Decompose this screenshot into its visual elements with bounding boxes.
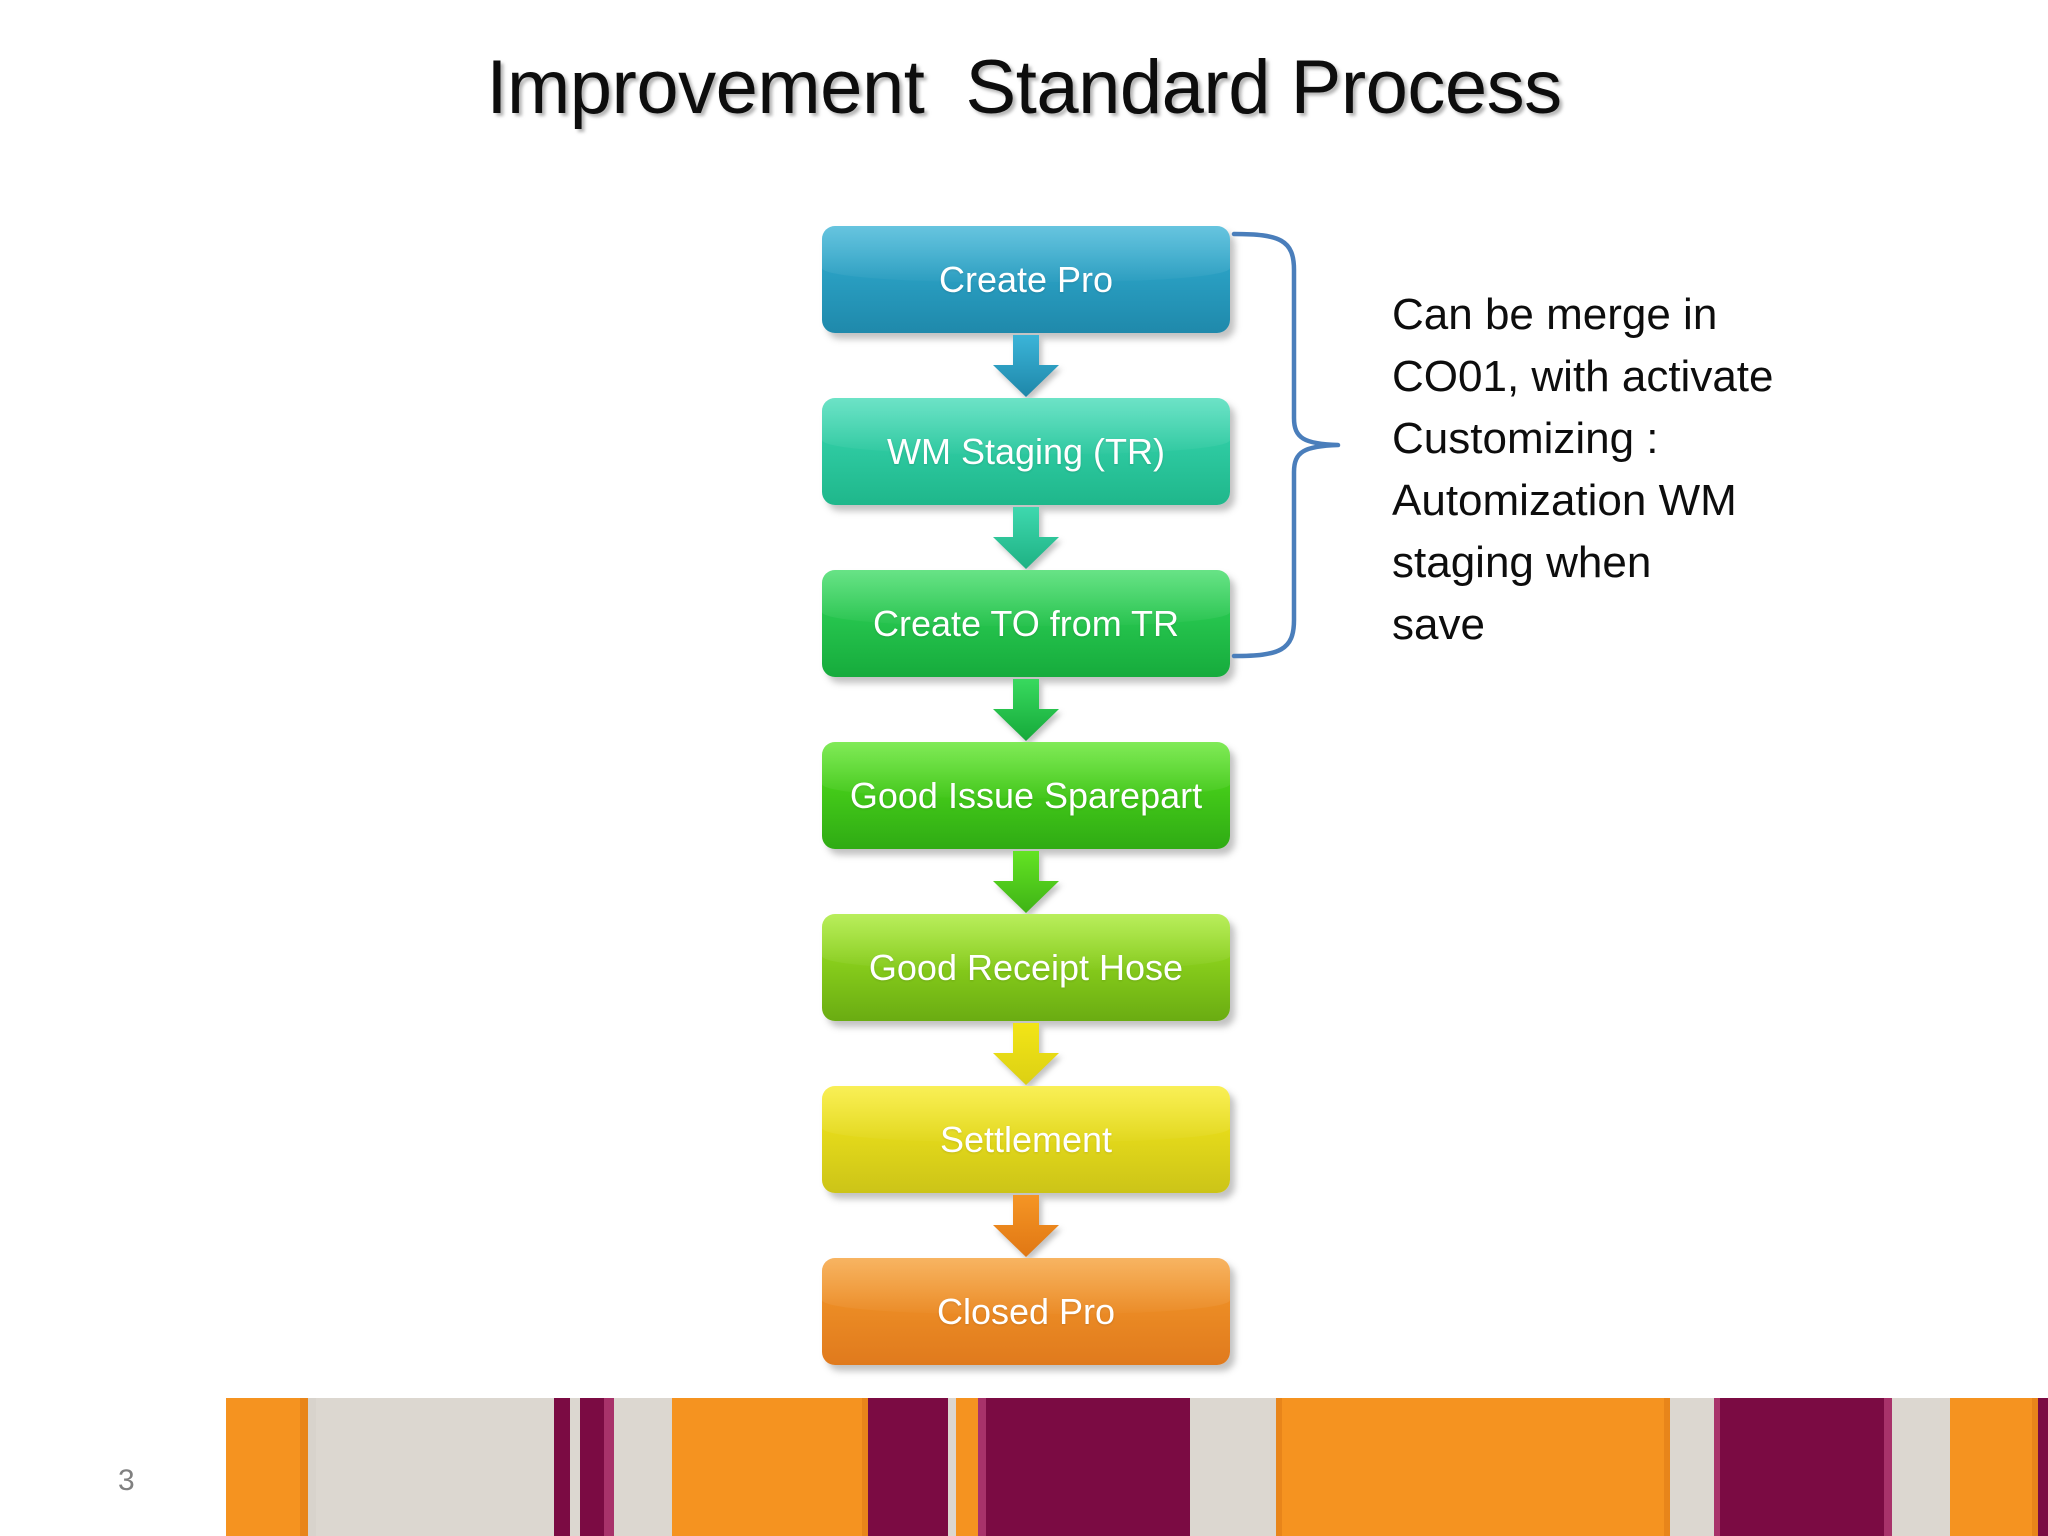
band-stripe: [1884, 1398, 1892, 1536]
process-node-label: Closed Pro: [936, 1290, 1116, 1332]
band-stripe: [226, 1398, 300, 1536]
arrow-down-icon: [993, 851, 1059, 913]
process-node-label: Create Pro: [938, 258, 1114, 300]
process-node-label: Good Issue Sparepart: [849, 774, 1203, 816]
band-stripe: [948, 1398, 956, 1536]
process-node-label: Create TO from TR: [872, 602, 1180, 644]
band-stripe: [614, 1398, 672, 1536]
process-node[interactable]: Good Receipt Hose: [822, 914, 1230, 1021]
arrow-down-icon: [993, 335, 1059, 397]
process-node[interactable]: Settlement: [822, 1086, 1230, 1193]
band-stripe: [1282, 1398, 1664, 1536]
band-stripe: [978, 1398, 986, 1536]
process-node-label: Good Receipt Hose: [868, 946, 1184, 988]
band-stripe: [300, 1398, 308, 1536]
band-stripe: [604, 1398, 614, 1536]
band-stripe: [2032, 1398, 2038, 1536]
band-stripe: [1892, 1398, 1950, 1536]
band-stripe: [1670, 1398, 1714, 1536]
curly-brace-connector: [1228, 230, 1358, 660]
band-stripe: [956, 1398, 978, 1536]
arrow-down-icon: [993, 1023, 1059, 1085]
arrow-down-icon: [993, 679, 1059, 741]
bottom-decorative-band: [0, 1398, 2048, 1536]
process-node[interactable]: Create TO from TR: [822, 570, 1230, 677]
band-stripe: [986, 1398, 1190, 1536]
band-stripe: [570, 1398, 580, 1536]
arrow-down-icon: [993, 507, 1059, 569]
band-stripe: [1950, 1398, 2032, 1536]
band-stripe: [862, 1398, 868, 1536]
page-title: Improvement Standard Process: [486, 45, 1562, 130]
band-stripe: [672, 1398, 862, 1536]
process-node[interactable]: WM Staging (TR): [822, 398, 1230, 505]
callout-note-text: Can be merge in CO01, with activate Cust…: [1392, 290, 1774, 649]
arrow-down-icon: [993, 1195, 1059, 1257]
band-stripe: [868, 1398, 948, 1536]
process-node-label: WM Staging (TR): [886, 430, 1166, 472]
band-stripe: [554, 1398, 570, 1536]
band-stripe: [2038, 1398, 2048, 1536]
band-stripe: [308, 1398, 316, 1536]
process-node[interactable]: Create Pro: [822, 226, 1230, 333]
band-stripe: [1276, 1398, 1282, 1536]
band-stripe: [580, 1398, 604, 1536]
process-node[interactable]: Good Issue Sparepart: [822, 742, 1230, 849]
process-flowchart: Create Pro WM Staging (TR) Create TO from …: [822, 226, 1230, 1365]
band-stripe: [1664, 1398, 1670, 1536]
process-node[interactable]: Closed Pro: [822, 1258, 1230, 1365]
process-node-label: Settlement: [939, 1118, 1113, 1160]
band-stripe: [1714, 1398, 1720, 1536]
band-stripe: [1190, 1398, 1276, 1536]
band-stripe: [1720, 1398, 1884, 1536]
band-stripe: [316, 1398, 554, 1536]
page-number: 3: [118, 1464, 135, 1497]
